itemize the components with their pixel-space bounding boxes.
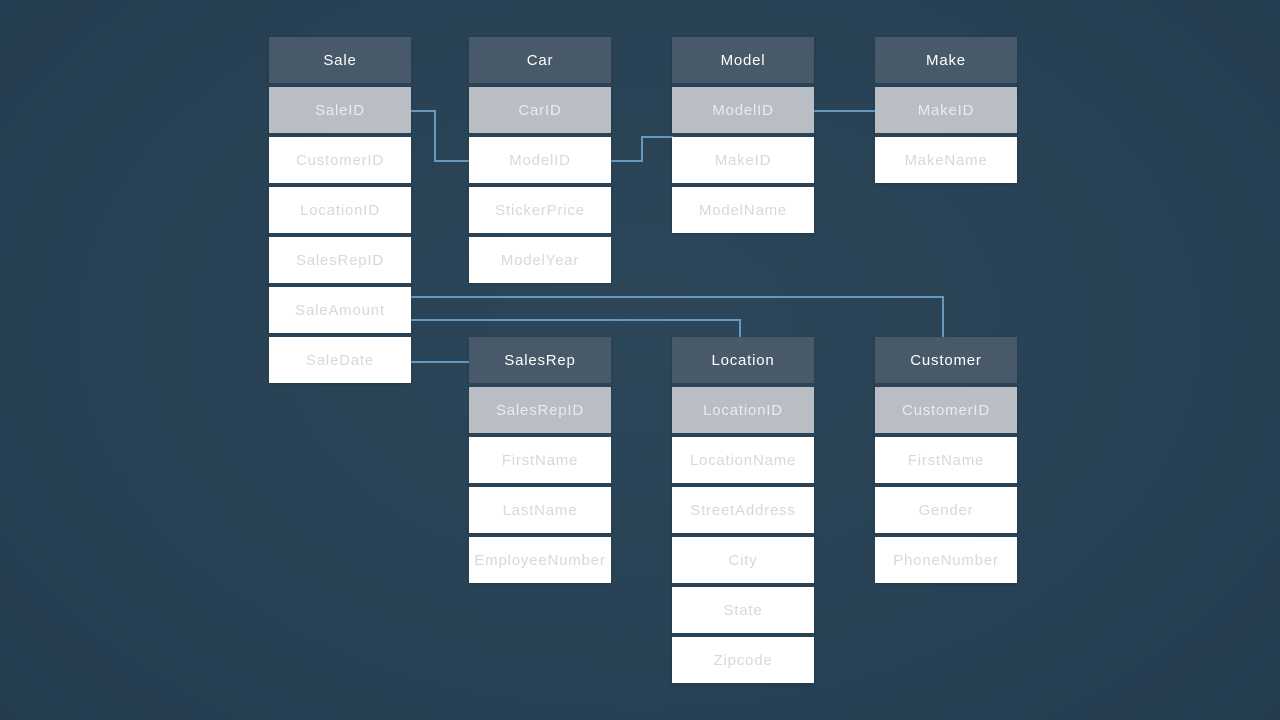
table-row: Gender — [875, 487, 1017, 533]
table-row: FirstName — [875, 437, 1017, 483]
table-row: MakeID — [672, 137, 814, 183]
table-row: LastName — [469, 487, 611, 533]
connector-sale-saleid-to-car — [408, 110, 470, 162]
table-row: LocationName — [672, 437, 814, 483]
table-key-row-make: MakeID — [875, 87, 1017, 133]
table-header-model: Model — [672, 37, 814, 83]
table-header-salesrep: SalesRep — [469, 337, 611, 383]
table-header-car: Car — [469, 37, 611, 83]
connector-car-modelid-to-model — [610, 136, 673, 162]
table-row: StickerPrice — [469, 187, 611, 233]
table-row: StreetAddress — [672, 487, 814, 533]
table-row: FirstName — [469, 437, 611, 483]
table-row: ModelID — [469, 137, 611, 183]
connector-sale-saleamount-to-location — [410, 319, 741, 338]
table-key-row-customer: CustomerID — [875, 387, 1017, 433]
table-row: SaleDate — [269, 337, 411, 383]
table-key-row-sale: SaleID — [269, 87, 411, 133]
table-row: LocationID — [269, 187, 411, 233]
table-key-row-car: CarID — [469, 87, 611, 133]
table-key-row-salesrep: SalesRepID — [469, 387, 611, 433]
table-row: EmployeeNumber — [469, 537, 611, 583]
table-row: ModelYear — [469, 237, 611, 283]
table-row: State — [672, 587, 814, 633]
table-key-row-model: ModelID — [672, 87, 814, 133]
table-row: CustomerID — [269, 137, 411, 183]
connector-sale-saleamount-to-customer — [410, 296, 944, 338]
table-key-row-location: LocationID — [672, 387, 814, 433]
table-header-location: Location — [672, 337, 814, 383]
table-row: MakeName — [875, 137, 1017, 183]
table-header-make: Make — [875, 37, 1017, 83]
table-row: Zipcode — [672, 637, 814, 683]
table-row: PhoneNumber — [875, 537, 1017, 583]
table-header-customer: Customer — [875, 337, 1017, 383]
table-row: ModelName — [672, 187, 814, 233]
table-row: City — [672, 537, 814, 583]
table-row: SaleAmount — [269, 287, 411, 333]
table-row: SalesRepID — [269, 237, 411, 283]
table-header-sale: Sale — [269, 37, 411, 83]
